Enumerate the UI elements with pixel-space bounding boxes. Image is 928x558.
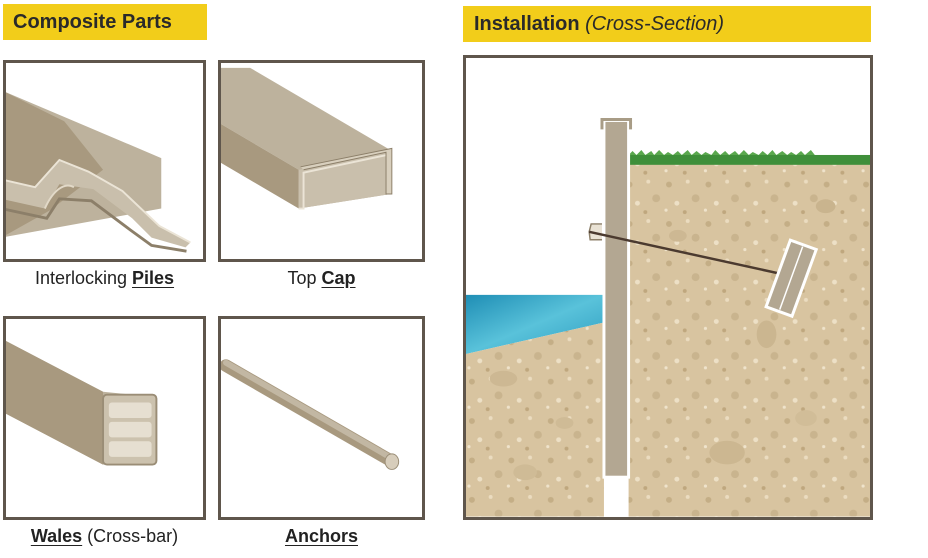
top-cap-illustration (221, 67, 393, 210)
top-cap-panel (218, 60, 425, 262)
wales-caption-suffix: (Cross-bar) (82, 526, 179, 546)
piles-caption-bold: Piles (132, 268, 175, 288)
installation-title: Installation (Cross-Section) (463, 6, 871, 42)
top-cap-caption: Top Cap (218, 268, 425, 289)
anchors-panel (218, 316, 425, 520)
wale (588, 223, 602, 241)
anchors-caption: Anchors (218, 526, 425, 547)
anchors-illustration (221, 359, 400, 470)
anchor-plate (764, 238, 819, 319)
piles-caption: Interlocking Piles (3, 268, 206, 289)
composite-parts-title: Composite Parts (3, 4, 207, 40)
top-cap-caption-bold: Cap (321, 268, 356, 288)
top-cap (600, 118, 633, 130)
wales-caption-bold: Wales (30, 526, 83, 546)
installation-title-main: Installation (474, 13, 580, 35)
grass-strip (628, 154, 870, 165)
piles-illustration (6, 92, 191, 253)
water-area (466, 294, 604, 355)
piles-caption-prefix: Interlocking (34, 268, 133, 288)
installation-title-sub: (Cross-Section) (585, 13, 725, 35)
piles-panel (3, 60, 206, 262)
anchors-caption-bold: Anchors (284, 526, 358, 546)
pile (602, 119, 631, 479)
cross-section-panel (463, 55, 873, 520)
anchor-rod (588, 230, 797, 279)
wales-panel (3, 316, 206, 520)
wales-caption: Wales (Cross-bar) (3, 526, 206, 547)
top-cap-caption-prefix: Top (287, 268, 322, 288)
cross-section-illustration (466, 118, 870, 517)
wales-illustration (6, 340, 158, 466)
